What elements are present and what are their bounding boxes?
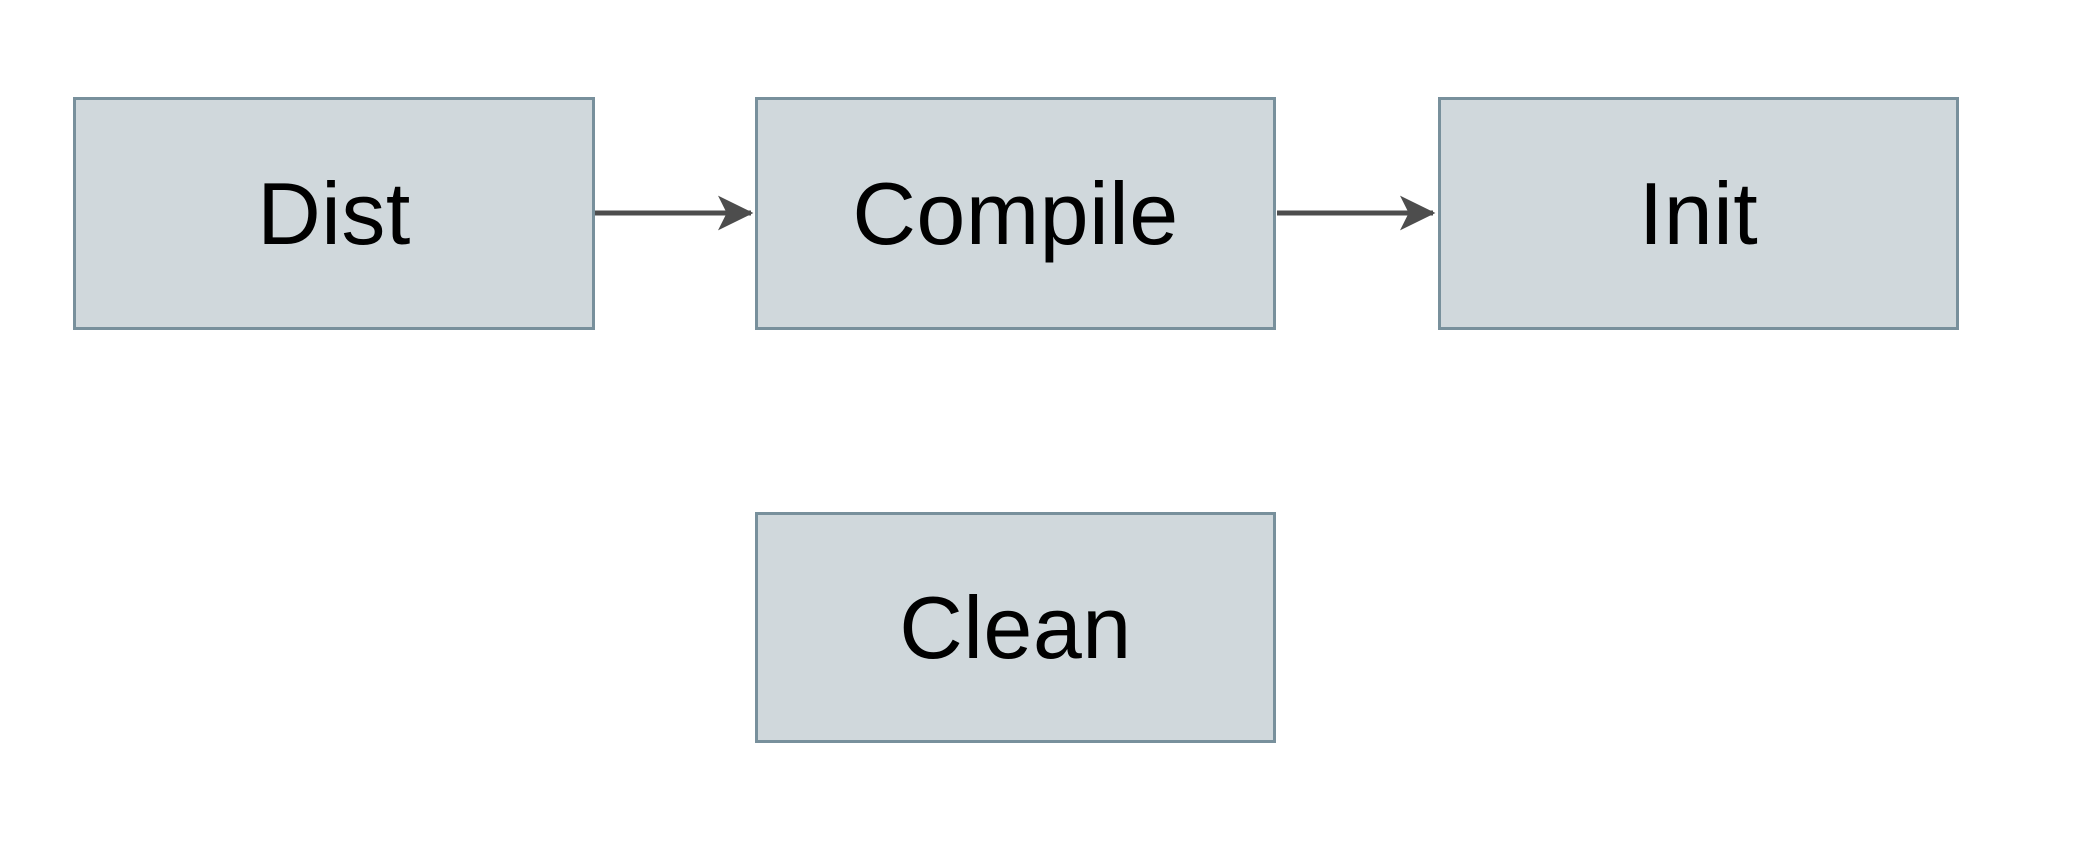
node-clean-label: Clean (899, 577, 1132, 677)
node-compile-label: Compile (852, 163, 1179, 263)
node-dist-label: Dist (257, 163, 411, 263)
edge-dist-to-compile-hitbox[interactable] (595, 186, 755, 240)
node-dist[interactable]: Dist (73, 97, 595, 330)
node-init[interactable]: Init (1438, 97, 1959, 330)
node-compile[interactable]: Compile (755, 97, 1276, 330)
node-init-label: Init (1638, 163, 1759, 263)
node-clean[interactable]: Clean (755, 512, 1276, 743)
edge-compile-to-init-hitbox[interactable] (1277, 186, 1438, 240)
